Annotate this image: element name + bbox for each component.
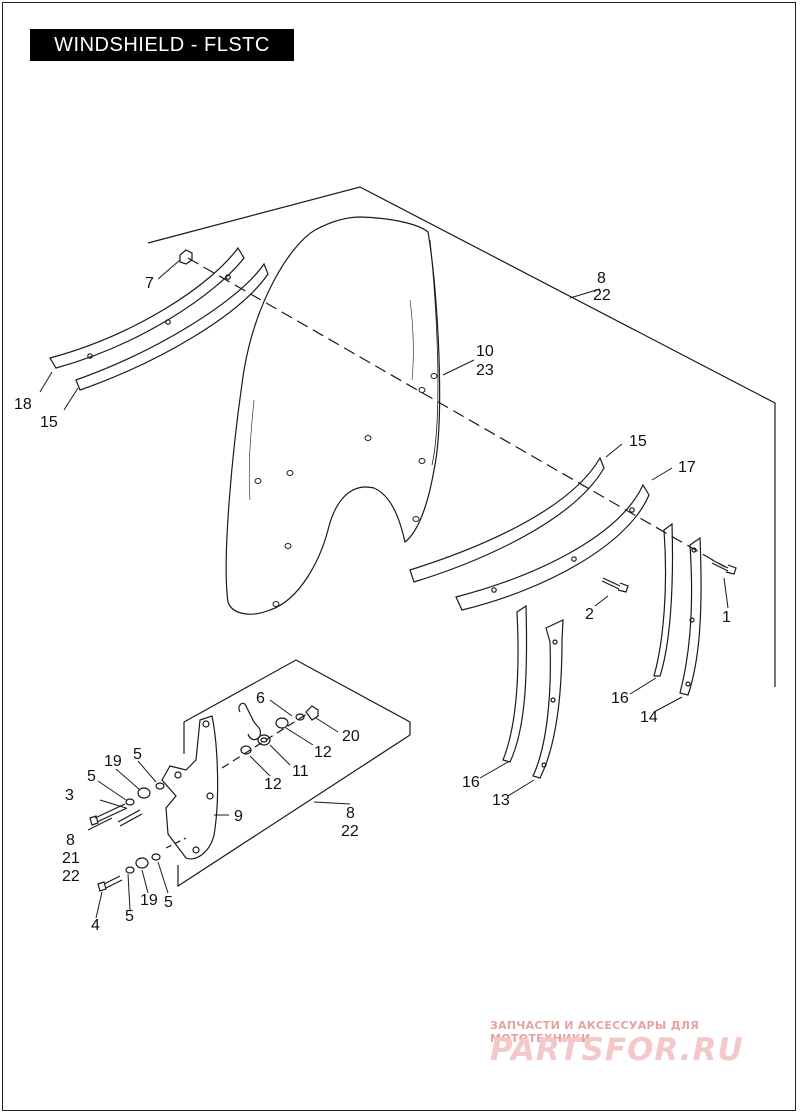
side-strip-16-lower <box>502 604 528 763</box>
callout-7: 7 <box>145 275 154 292</box>
callout-15b: 15 <box>629 433 647 450</box>
callout-11: 11 <box>292 763 309 780</box>
screw-1 <box>711 559 737 575</box>
callout-21c: 21 <box>62 850 80 867</box>
callout-13: 13 <box>492 792 510 809</box>
mount-bracket-9 <box>161 715 219 860</box>
callout-12b: 12 <box>264 776 282 793</box>
assembly-centerline <box>187 257 726 568</box>
bolt-4 <box>97 875 123 892</box>
bushing-11 <box>257 734 271 746</box>
callout-5d: 5 <box>164 894 173 911</box>
nut-7 <box>179 249 193 265</box>
windshield-holes <box>254 373 438 607</box>
side-strip-16-upper <box>653 522 674 677</box>
side-strip-14 <box>679 536 702 696</box>
washer-12b <box>240 745 252 755</box>
spacer-19a <box>137 787 151 799</box>
callout-3: 3 <box>65 787 74 804</box>
screw-2 <box>601 577 629 593</box>
spacer-19b <box>135 857 149 869</box>
callout-19a: 19 <box>104 753 122 770</box>
callout-17: 17 <box>678 459 696 476</box>
kit-bracket-lower <box>183 659 411 735</box>
spring-6 <box>238 702 261 741</box>
callout-16a: 16 <box>611 690 629 707</box>
callout-6: 6 <box>256 690 265 707</box>
callout-1: 1 <box>722 609 731 626</box>
callout-8a: 8 <box>597 270 606 287</box>
callout-5a: 5 <box>87 768 96 785</box>
left-inner-strip-15 <box>75 262 269 391</box>
right-outer-strip-17 <box>455 483 650 611</box>
callout-10: 10 <box>476 343 494 360</box>
callout-16b: 16 <box>462 774 480 791</box>
nut-20 <box>305 705 319 721</box>
callout-8c: 8 <box>66 832 75 849</box>
callout-19b: 19 <box>140 892 158 909</box>
washer-12a <box>275 717 289 729</box>
callout-20: 20 <box>342 728 360 745</box>
watermark-tagline: ЗАПЧАСТИ И АКСЕССУАРЫ ДЛЯ МОТОТЕХНИКИ <box>490 1019 700 1045</box>
callout-9: 9 <box>234 808 243 825</box>
callout-5b: 5 <box>133 746 142 763</box>
callout-18: 18 <box>14 396 32 413</box>
callout-12a: 12 <box>314 744 332 761</box>
bolt-3 <box>89 803 128 826</box>
kit-bracket-upper <box>147 186 776 687</box>
callout-22b: 22 <box>341 823 359 840</box>
callout-5c: 5 <box>125 908 134 925</box>
callout-22c: 22 <box>62 868 80 885</box>
callout-4: 4 <box>91 917 100 934</box>
callout-8b: 8 <box>346 805 355 822</box>
callout-15a: 15 <box>40 414 58 431</box>
callout-23: 23 <box>476 362 494 379</box>
watermark-brand: PARTSFOR.RU <box>490 1032 744 1068</box>
callout-22a: 22 <box>593 287 611 304</box>
callout-14: 14 <box>640 709 658 726</box>
side-strip-13 <box>532 619 564 779</box>
windshield <box>225 216 441 615</box>
right-inner-strip-15 <box>409 456 605 583</box>
left-outer-strip-18 <box>49 246 245 369</box>
callout-2: 2 <box>585 606 594 623</box>
diagram-title: WINDSHIELD - FLSTC <box>30 29 294 61</box>
